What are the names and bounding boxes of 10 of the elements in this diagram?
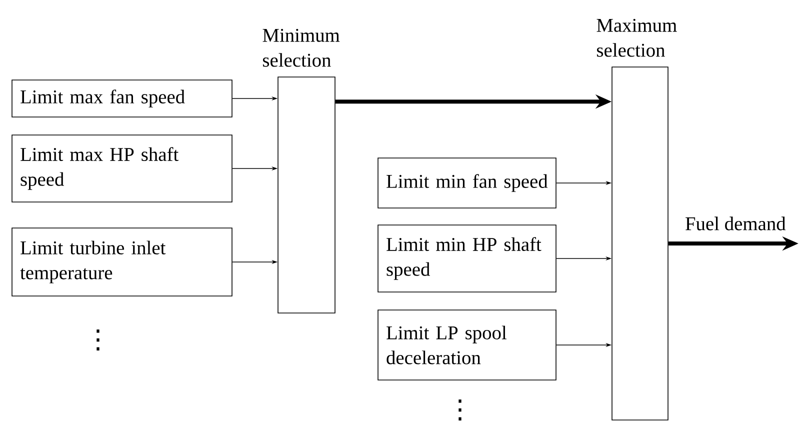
selection-heading: Maximum selection	[596, 18, 677, 57]
limit-box: Limit turbine inlet temperature	[12, 228, 232, 296]
selection-heading: Minimum selection	[262, 28, 340, 67]
ellipsis: ⋮	[96, 330, 100, 350]
limit-box: Limit LP spool deceleration	[378, 310, 556, 380]
edge-label: Fuel demand	[684, 216, 787, 232]
limit-box: Limit min fan speed	[378, 158, 556, 208]
limit-box: Limit max fan speed	[12, 80, 232, 118]
limit-box: Limit max HP shaft speed	[12, 134, 232, 202]
limit-box: Limit min HP shaft speed	[378, 224, 556, 292]
